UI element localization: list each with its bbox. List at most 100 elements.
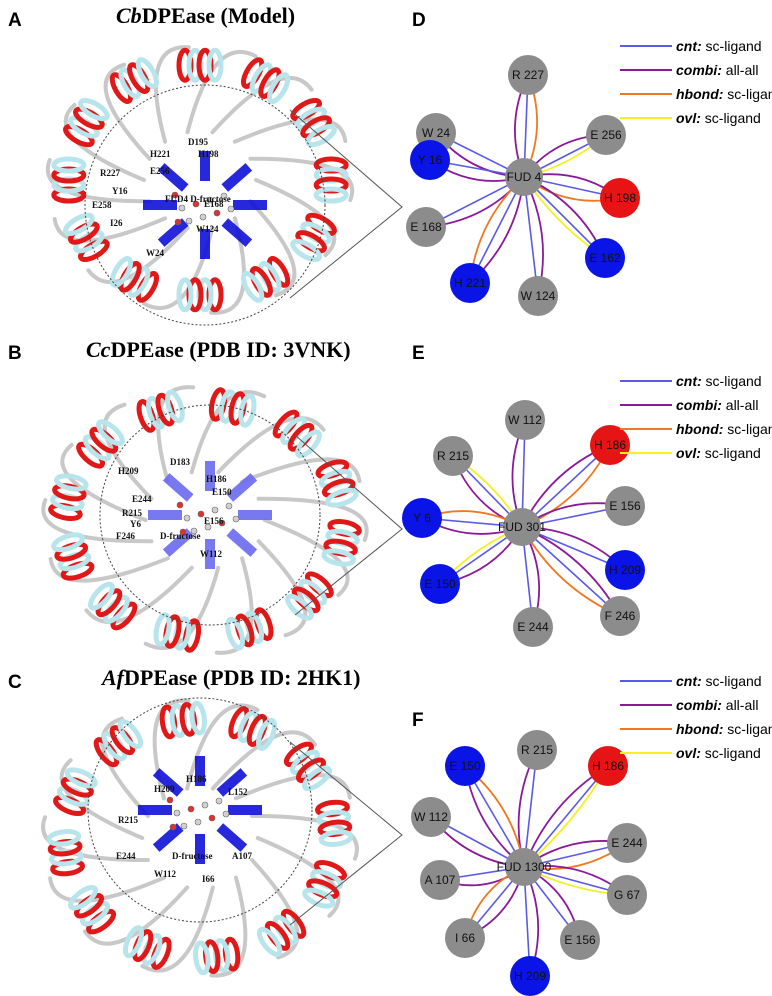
residue-node <box>508 55 548 95</box>
helix-turn <box>135 57 160 89</box>
coil <box>240 457 362 484</box>
panel-letter-e: E <box>412 343 425 364</box>
coil <box>60 442 148 522</box>
legend-term: hbond: <box>676 86 724 102</box>
legend-desc: sc-ligand <box>701 38 762 54</box>
legend-desc: sc-ligand <box>727 721 772 737</box>
coil <box>210 730 318 791</box>
helix <box>93 719 144 768</box>
binding-site-circle <box>87 697 313 923</box>
residue-node <box>510 956 550 996</box>
helix-turn <box>313 186 349 204</box>
helix <box>240 256 291 303</box>
ligand-atom <box>166 796 174 804</box>
helix <box>51 156 87 204</box>
helix-turn <box>164 389 185 424</box>
residue-label: FUD4 D-fructose <box>165 194 231 204</box>
binding-site-circle <box>84 84 326 326</box>
residue-label: D183 <box>170 457 190 467</box>
residue-node-label: Y 6 <box>413 511 431 525</box>
coil <box>209 875 248 978</box>
residue-label: I66 <box>202 874 215 884</box>
ligand-atom <box>169 823 177 831</box>
coil <box>100 716 150 818</box>
helix <box>272 409 322 459</box>
residue-node <box>445 746 485 786</box>
residue-node-label: E 156 <box>609 499 641 513</box>
coil <box>140 885 215 973</box>
residue-label: D-fructose <box>172 851 212 861</box>
helix-turn <box>256 926 283 957</box>
ligand-atom <box>225 502 233 510</box>
residue-label: H186 <box>186 774 207 784</box>
residue-node-label: H 186 <box>592 759 624 773</box>
panel-letter-a: A <box>8 10 22 31</box>
beta-strand <box>152 823 184 852</box>
residue-label: W112 <box>154 869 177 879</box>
beta-strand <box>221 163 253 192</box>
residue-node-label: G 67 <box>614 888 640 902</box>
residue-node <box>406 207 446 247</box>
coil <box>154 45 191 144</box>
residue-node <box>560 920 600 960</box>
residue-node-label: W 124 <box>521 289 556 303</box>
residue-node <box>585 238 625 278</box>
helix-turn <box>255 717 278 751</box>
residue-node-label: W 24 <box>422 126 450 140</box>
legend-item: hbond: sc-ligand <box>676 86 772 102</box>
panel-c-title-rest: DPEase (PDB ID: 2HK1) <box>124 665 361 690</box>
residue-label: A107 <box>232 851 252 861</box>
ligand-atom <box>220 192 228 200</box>
legend-term: combi: <box>676 397 722 413</box>
ligand-atom <box>204 523 212 531</box>
helix <box>290 97 337 148</box>
ligand-atom <box>190 527 198 535</box>
helix-turn <box>206 47 224 83</box>
ligand-atom <box>171 191 179 199</box>
ligand-atom <box>178 204 186 212</box>
residue-node-label: E 168 <box>410 220 442 234</box>
ligand-atom <box>180 822 188 830</box>
legend-item: hbond: sc-ligand <box>676 421 772 437</box>
protein-panel-b: D183H209H186E150E244R215Y6F246E156D-fruc… <box>41 385 403 655</box>
coil <box>248 199 297 298</box>
coil <box>255 836 341 918</box>
residue-label: W124 <box>196 224 219 234</box>
coil <box>82 885 190 946</box>
residue-node <box>607 875 647 915</box>
legend-term: hbond: <box>676 721 724 737</box>
helix-turn <box>301 765 332 792</box>
residue-node-label: R 215 <box>437 449 469 463</box>
residue-node <box>517 730 557 770</box>
helix-turn <box>51 156 87 174</box>
residue-node <box>420 564 460 604</box>
legend-item: cnt: sc-ligand <box>676 373 762 389</box>
residue-label: D-fructose <box>160 531 200 541</box>
residue-node-label: I 66 <box>455 931 475 945</box>
panel-b-title-rest: DPEase (PDB ID: 3VNK) <box>110 337 351 362</box>
helix <box>63 97 110 148</box>
helix-turn <box>189 700 207 736</box>
residue-node <box>445 918 485 958</box>
center-node-label: FUD 4 <box>507 170 542 184</box>
residue-node <box>588 746 628 786</box>
helix <box>46 829 85 877</box>
helix <box>315 799 354 847</box>
helix <box>109 57 160 104</box>
center-node <box>505 158 543 196</box>
edge-cnt <box>523 765 609 868</box>
residue-node-label: W 112 <box>414 810 448 824</box>
legend-desc: sc-ligand <box>727 86 772 102</box>
beta-strand <box>216 768 248 797</box>
beta-strand <box>226 528 258 557</box>
helix <box>51 532 95 581</box>
helix <box>285 571 334 621</box>
center-node <box>505 848 543 886</box>
helix-turn <box>325 487 359 508</box>
residue-label: E256 <box>150 166 170 176</box>
helix <box>290 212 337 263</box>
helix-turn <box>295 429 322 459</box>
residue-node-label: A 107 <box>425 873 456 887</box>
legend-term: ovl: <box>676 110 701 126</box>
